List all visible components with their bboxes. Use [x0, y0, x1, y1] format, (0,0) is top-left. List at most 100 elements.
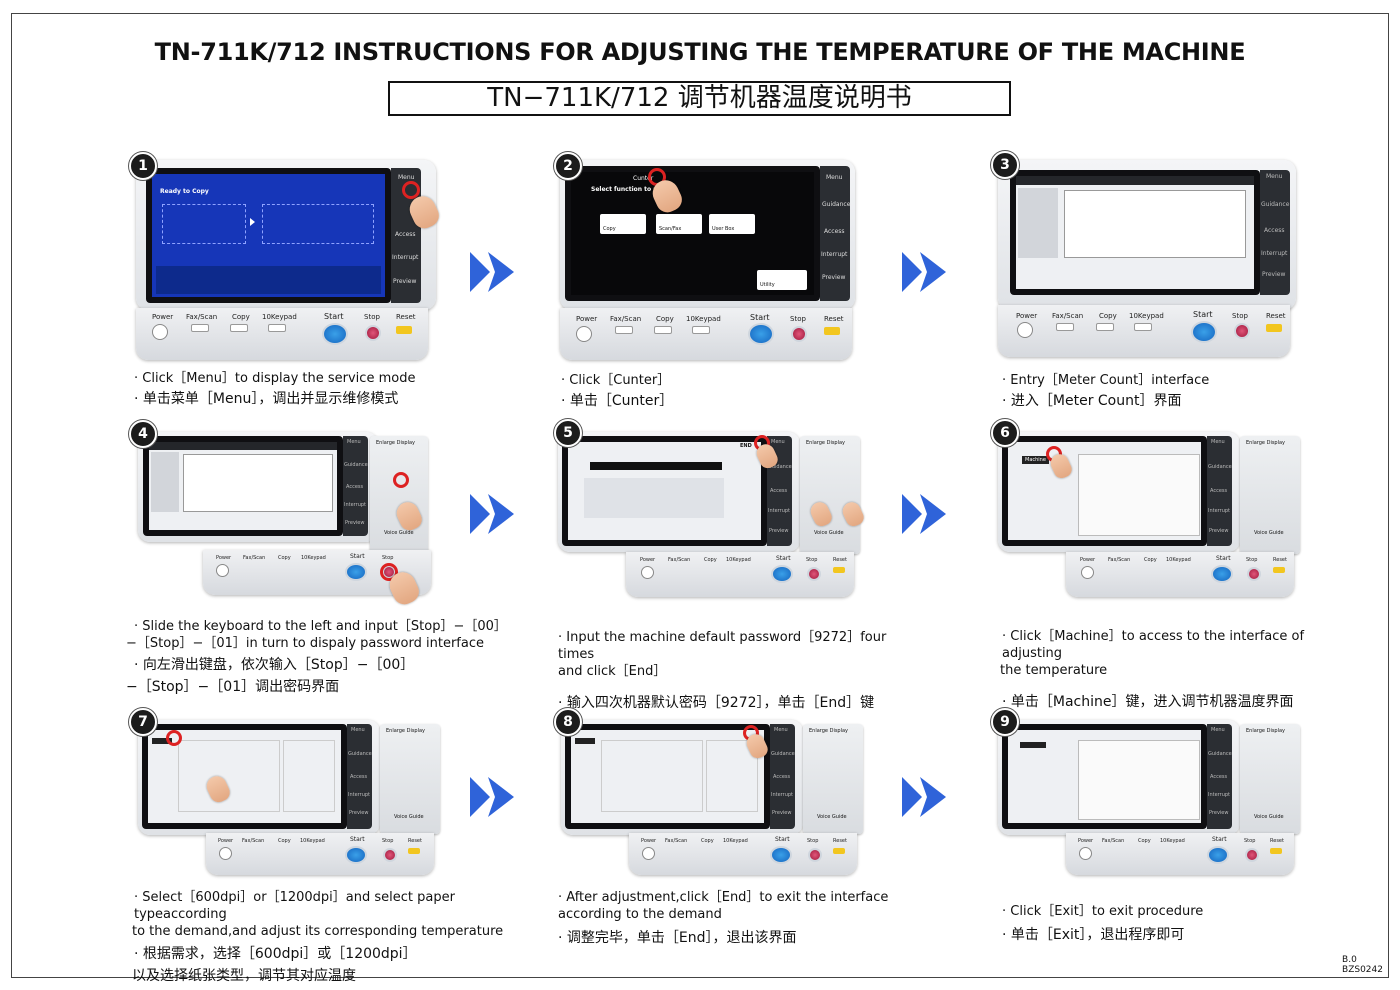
reset-button-icon — [824, 327, 840, 335]
enlarge-display-label: Enlarge Display — [1246, 728, 1286, 734]
step-5-caption-zh: · 输入四次机器默认密码［9272］，单击［End］键 — [558, 695, 875, 711]
step-5-caption-en-line-1: · Input the machine default password［927… — [558, 630, 887, 662]
stop-button-icon — [383, 848, 397, 862]
step-8-caption-zh: · 调整完毕，单击［End］，退出该界面 — [558, 930, 797, 946]
copy-label: Copy — [278, 555, 291, 561]
step-3-caption: · Entry［Meter Count］interface · 进入［Meter… — [1002, 372, 1302, 410]
keypad-label: 10Keypad — [723, 838, 748, 844]
step-6-caption-zh: · 单击［Machine］键，进入调节机器温度界面 — [1002, 694, 1294, 710]
start-button-icon — [748, 323, 774, 345]
reset-label: Reset — [396, 313, 416, 321]
slide-keypad: Enlarge Display Voice Guide — [370, 436, 428, 554]
stop-tap-marker — [380, 563, 398, 581]
reset-label: Reset — [1266, 312, 1286, 320]
step-2-badge: 2 — [554, 152, 582, 180]
step-1-badge: 1 — [129, 152, 157, 180]
start-label: Start — [1216, 555, 1231, 562]
step-5-screen: END — [568, 442, 761, 540]
stop-button-icon — [1234, 323, 1250, 339]
power-label: Power — [576, 315, 598, 323]
copy-label: Copy — [1099, 312, 1117, 320]
step-7-badge: 7 — [129, 708, 157, 736]
power-label: Power — [1080, 557, 1096, 563]
stop-label: Stop — [806, 557, 818, 563]
scan-fax-tile: Scan/Fax — [656, 214, 702, 234]
step-4: 4 Menu Guidance Access Interrupt Preview… — [126, 418, 528, 698]
copy-label: Copy — [278, 838, 291, 844]
guidance-label: Guidance — [344, 462, 368, 468]
step-8-caption: · After adjustment,click［End］to exit the… — [558, 889, 918, 947]
power-button-icon — [219, 847, 232, 860]
fax-scan-label: Fax/Scan — [665, 838, 688, 844]
keypad-label: 10Keypad — [301, 555, 326, 561]
preview-label: Preview — [345, 520, 365, 526]
step-9-screen — [1008, 730, 1201, 823]
reset-button-icon — [1273, 567, 1285, 573]
interrupt-label: Interrupt — [1261, 250, 1288, 257]
utility-tile: Utility — [757, 270, 807, 290]
step-2-screen: Cunter Select function to use. Copy Scan… — [571, 172, 814, 295]
next-arrow-icon — [470, 777, 514, 817]
slide-keypad: Enlarge Display Voice Guide — [803, 724, 863, 834]
enlarge-display-label: Enlarge Display — [809, 728, 849, 734]
reset-label: Reset — [1270, 838, 1284, 844]
keypad-tap-marker — [393, 472, 409, 488]
step-7-caption-zh-line-1: · 根据需求，选择［600dpi］或［1200dpi］ — [134, 946, 417, 962]
stop-label: Stop — [382, 555, 394, 561]
fax-scan-label: Fax/Scan — [1102, 838, 1125, 844]
keypad-label: 10Keypad — [1166, 557, 1191, 563]
stop-button-icon — [1245, 848, 1259, 862]
keypad-label: 10Keypad — [1160, 838, 1185, 844]
access-label: Access — [773, 774, 791, 780]
step-4-caption-en-line-1: · Slide the keyboard to the left and inp… — [134, 619, 507, 634]
step-5-caption: · Input the machine default password［927… — [558, 629, 918, 712]
menu-tap-marker — [402, 181, 420, 199]
step-3-badge: 3 — [991, 151, 1019, 179]
guidance-label: Guidance — [348, 751, 372, 757]
stop-label: Stop — [790, 315, 806, 323]
next-arrow-icon — [902, 777, 946, 817]
reset-label: Reset — [1273, 557, 1287, 563]
start-button-icon — [1211, 565, 1233, 583]
interrupt-label: Interrupt — [392, 254, 419, 261]
enlarge-display-label: Enlarge Display — [386, 728, 426, 734]
preview-label: Preview — [1262, 271, 1286, 278]
keypad-label: 10Keypad — [686, 315, 721, 323]
guidance-label: Guidance — [771, 751, 795, 757]
select-function-text: Select function to use. — [591, 186, 668, 193]
step-4-machine-illustration: Menu Guidance Access Interrupt Preview E… — [138, 432, 438, 622]
access-label: Access — [350, 774, 368, 780]
next-arrow-icon — [902, 494, 946, 534]
preview-label: Preview — [772, 810, 792, 816]
step-3-caption-zh: · 进入［Meter Count］界面 — [1002, 393, 1182, 409]
footer-code: B.0 BZS0242 — [1342, 955, 1383, 975]
reset-label: Reset — [408, 838, 422, 844]
step-8-badge: 8 — [554, 708, 582, 736]
power-label: Power — [640, 557, 656, 563]
stop-label: Stop — [807, 838, 819, 844]
stop-button-icon — [365, 325, 381, 341]
slide-keypad: Enlarge Display Voice Guide — [800, 436, 860, 554]
step-8-machine-illustration: Menu Guidance Access Interrupt Preview E… — [561, 720, 863, 890]
password-keyboard — [584, 478, 724, 518]
keypad-label: 10Keypad — [300, 838, 325, 844]
interrupt-label: Interrupt — [768, 508, 791, 514]
start-label: Start — [750, 313, 770, 322]
menu-label: Menu — [826, 174, 843, 181]
step-2: 2 Cunter Select function to use. Copy Sc… — [553, 150, 863, 410]
step-7-machine-illustration: Menu Guidance Access Interrupt Preview E… — [138, 720, 440, 890]
fax-scan-label: Fax/Scan — [186, 313, 218, 321]
preview-label: Preview — [349, 810, 369, 816]
ready-to-copy-text: Ready to Copy — [160, 188, 209, 195]
step-8-caption-en-line-2: according to the demand — [558, 907, 722, 922]
stop-button-icon — [807, 567, 821, 581]
copy-tile: Copy — [600, 214, 646, 234]
slide-keypad: Enlarge Display Voice Guide — [1240, 724, 1300, 834]
access-label: Access — [1210, 488, 1228, 494]
enlarge-display-label: Enlarge Display — [1246, 440, 1286, 446]
step-3-caption-en: · Entry［Meter Count］interface — [1002, 373, 1210, 388]
guidance-label: Guidance — [1208, 464, 1232, 470]
menu-label: Menu — [774, 727, 788, 733]
page-title-zh: TN−711K/712 调节机器温度说明书 — [388, 81, 1011, 116]
page-frame — [11, 13, 1389, 978]
